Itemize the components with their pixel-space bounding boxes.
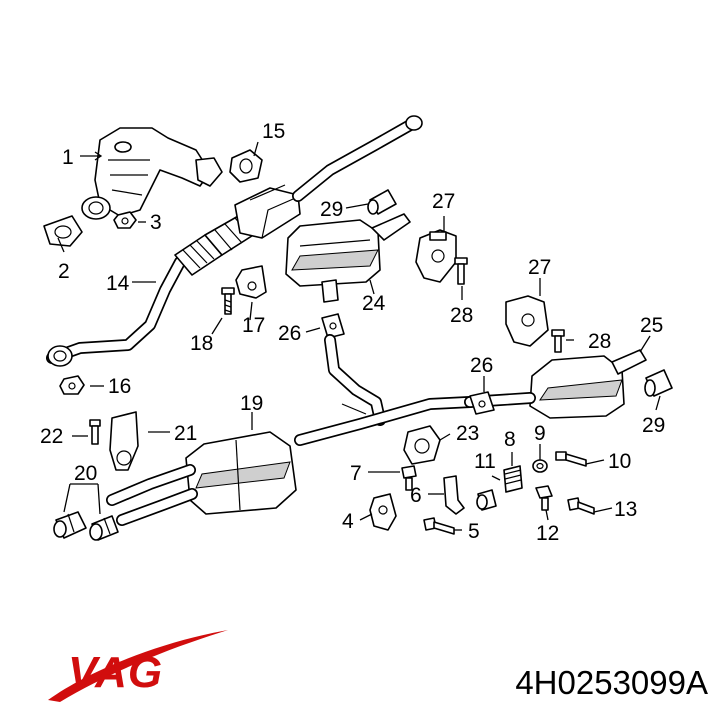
callout-12: 12 [536, 522, 559, 545]
callout-10: 10 [608, 450, 631, 473]
clamp-sleeve-20-left [53, 511, 87, 539]
bolt-13 [567, 497, 595, 515]
leader-lines [57, 141, 661, 531]
callout-13: 13 [614, 498, 637, 521]
tail-tip-29-upper [367, 189, 397, 215]
callout-8: 8 [504, 428, 516, 451]
callout-25: 25 [640, 314, 663, 337]
nut-16 [59, 375, 85, 395]
callout-27-lower: 27 [528, 256, 551, 279]
bracket-21 [109, 411, 139, 471]
brand-logo: VAG [68, 648, 164, 697]
callout-15: 15 [262, 120, 285, 143]
bolt-18 [221, 287, 235, 315]
callout-29-upper: 29 [320, 198, 343, 221]
clamp-26-upper [321, 313, 345, 339]
bracket-6 [443, 475, 465, 515]
washer-9 [532, 459, 548, 473]
bolt-7 [401, 465, 417, 491]
front-pipe-14 [46, 244, 206, 367]
callout-22: 22 [40, 425, 63, 448]
bolt-12 [535, 485, 553, 511]
middle-muffler-24 [285, 213, 411, 303]
callout-18: 18 [190, 332, 213, 355]
callout-24: 24 [362, 292, 386, 315]
tail-tip-29-lower [644, 369, 673, 397]
callout-16: 16 [108, 375, 131, 398]
callout-28-upper: 28 [450, 304, 473, 327]
clamp-26-lower [469, 391, 495, 415]
clamp-sleeve-20-right [89, 515, 119, 541]
hanger-27-upper [415, 229, 457, 283]
callout-20: 20 [74, 462, 97, 485]
brand-swoosh-icon [48, 630, 228, 702]
nut-3 [113, 211, 137, 229]
front-muffler-19 [185, 431, 297, 515]
gasket-2 [43, 215, 83, 247]
bolt-28-lower [551, 329, 565, 353]
callout-7: 7 [350, 462, 362, 485]
bracket-17 [235, 265, 267, 299]
callout-19: 19 [240, 392, 263, 415]
catalytic-converter-1 [81, 127, 223, 220]
hanger-27-lower [505, 295, 549, 347]
bolt-5 [423, 517, 455, 535]
callout-5: 5 [468, 520, 480, 543]
rear-muffler-25 [464, 349, 647, 419]
rubber-mount-23 [403, 425, 441, 465]
callout-26-upper: 26 [278, 322, 301, 345]
bolt-22 [89, 419, 101, 445]
bushing-11 [476, 489, 497, 511]
callout-labels: 1 2 3 4 5 6 7 8 9 10 11 12 13 14 15 16 1… [40, 120, 665, 545]
callout-6: 6 [410, 484, 422, 507]
callout-27-upper: 27 [432, 190, 455, 213]
callout-29-lower: 29 [642, 414, 665, 437]
bolt-10 [555, 451, 587, 467]
callout-9: 9 [534, 422, 546, 445]
callout-2: 2 [58, 260, 70, 283]
bolt-28-upper [454, 257, 468, 285]
callout-26-lower: 26 [470, 354, 493, 377]
callout-28-lower: 28 [588, 330, 611, 353]
callout-21: 21 [174, 422, 197, 445]
callout-3: 3 [150, 211, 162, 234]
callout-4: 4 [342, 510, 354, 533]
callout-14: 14 [106, 272, 130, 295]
center-catalyst [234, 115, 423, 239]
part-number: 4H0253099A [515, 664, 708, 701]
gasket-15 [229, 149, 263, 183]
connecting-pipe [294, 334, 476, 446]
callout-17: 17 [242, 314, 265, 337]
spring-8 [503, 465, 523, 493]
callout-1: 1 [62, 146, 74, 169]
bracket-4 [369, 493, 397, 531]
callout-23: 23 [456, 422, 479, 445]
inlet-pipes-20 [106, 464, 198, 526]
callout-11: 11 [474, 450, 496, 473]
